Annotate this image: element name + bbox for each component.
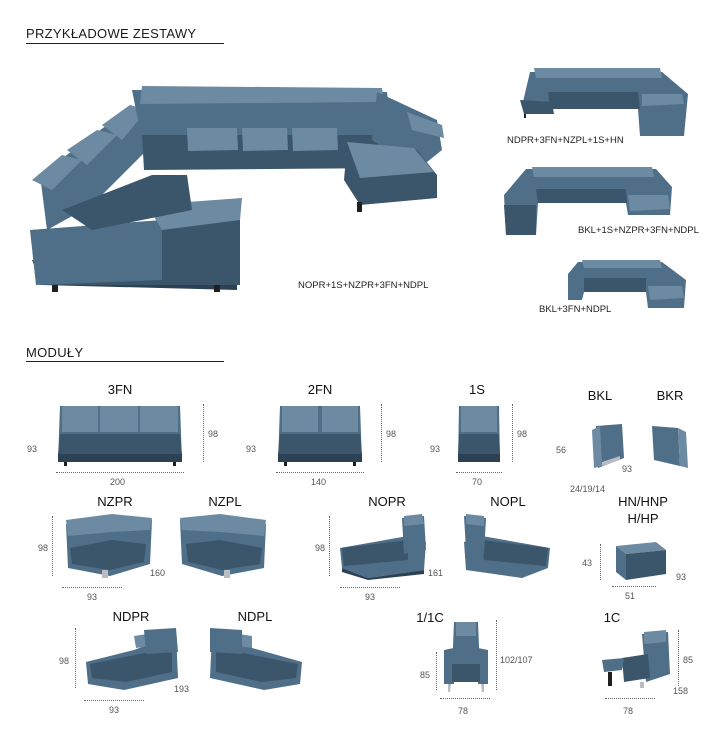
module-nopr-height: 98	[315, 543, 326, 553]
module-hn-height-line	[600, 544, 601, 580]
module-nopr-image	[340, 514, 426, 580]
sets-heading: PRZYKŁADOWE ZESTAWY	[26, 26, 197, 41]
module-c1-height: 85	[683, 655, 694, 665]
module-c1-width: 78	[623, 706, 634, 716]
module-ndpr-name: NDPR	[112, 609, 150, 624]
module-hn-image	[616, 542, 666, 580]
module-ndpl-image	[210, 628, 302, 690]
set1-sofa-image	[520, 68, 688, 136]
module-bkr-image	[652, 426, 688, 468]
module-3fn-name: 3FN	[107, 382, 133, 397]
module-c1-height-line	[678, 630, 679, 686]
modules-heading: MODUŁY	[26, 345, 84, 360]
module-1s-width-line	[456, 472, 502, 473]
main-sofa-image	[30, 86, 444, 292]
module-3fn-height: 98	[208, 429, 219, 439]
module-nzpl-image	[180, 514, 266, 578]
module-ndpr-width-line	[84, 700, 144, 701]
set1-label: NDPR+3FN+NZPL+1S+HN	[507, 135, 624, 146]
module-ndpl-name: NDPL	[237, 609, 273, 624]
module-nopr-width-line	[340, 587, 400, 588]
sets-heading-rule	[26, 43, 224, 44]
set3-label: BKL+3FN+NDPL	[539, 304, 612, 315]
module-1s-width: 70	[472, 477, 483, 487]
module-nzpl-name: NZPL	[208, 494, 242, 509]
module-nzpr-height: 98	[38, 543, 49, 553]
module-c11-height2-line	[496, 620, 497, 690]
module-nzpr-height-line	[52, 516, 53, 576]
module-nopr-diag: 161	[428, 568, 444, 578]
module-nzpr-diag: 160	[150, 568, 166, 578]
module-c11-image	[444, 622, 488, 692]
module-hn-width-line	[612, 586, 656, 587]
module-2fn-width-line	[276, 472, 364, 473]
module-nopr-name: NOPR	[368, 494, 406, 509]
module-3fn-image	[58, 406, 182, 466]
module-nzpr-width: 93	[87, 592, 98, 602]
module-c11-height: 85	[420, 670, 431, 680]
module-bkl-height: 56	[556, 445, 567, 455]
module-c11-width: 78	[458, 706, 469, 716]
module-c11-height2: 102/107	[500, 655, 533, 665]
module-1s-height-line	[512, 404, 513, 462]
module-c1-image	[602, 630, 670, 688]
module-c1-width-line	[605, 698, 655, 699]
set3-sofa-image	[568, 260, 686, 308]
module-nopl-image	[464, 514, 550, 578]
module-hn-width: 51	[625, 591, 636, 601]
module-2fn-height-line	[381, 404, 382, 462]
main-set-label: NOPR+1S+NZPR+3FN+NDPL	[298, 280, 429, 291]
module-hn-name: HN/HNP	[618, 494, 668, 509]
module-nopr-width: 93	[365, 592, 376, 602]
module-3fn-width-line	[56, 472, 184, 473]
set2-sofa-image	[504, 167, 672, 235]
module-1s-name: 1S	[469, 382, 485, 397]
module-nopl-name: NOPL	[490, 494, 526, 509]
module-c11-width-line	[440, 698, 490, 699]
module-c1-depth: 158	[673, 686, 689, 696]
module-1s-height: 98	[517, 429, 528, 439]
module-ndpr-diag: 193	[174, 684, 190, 694]
module-hn-height: 43	[582, 558, 593, 568]
module-c1-name: 1C	[603, 610, 621, 625]
modules-heading-rule	[26, 361, 224, 362]
module-c11-name: 1/1C	[416, 610, 444, 625]
module-c11-height-line	[436, 652, 437, 690]
module-nzpr-name: NZPR	[97, 494, 133, 509]
module-ndpr-height: 98	[59, 656, 70, 666]
module-nzpr-image	[66, 514, 152, 578]
module-bkl-image	[592, 424, 624, 468]
module-bkl-depth: 93	[622, 464, 633, 474]
module-nopr-height-line	[329, 516, 330, 576]
module-ndpr-width: 93	[109, 705, 120, 715]
module-hn-name2: H/HP	[627, 511, 659, 526]
module-2fn-depth: 93	[246, 444, 257, 454]
module-bkl-name: BKL	[587, 388, 613, 403]
module-2fn-height: 98	[386, 429, 397, 439]
module-2fn-image	[278, 406, 362, 466]
module-hn-depth: 93	[676, 572, 687, 582]
module-bkl-width: 24/19/14	[570, 484, 606, 494]
module-bkr-name: BKR	[656, 388, 684, 403]
module-1s-image	[458, 406, 500, 462]
module-ndpr-image	[86, 628, 178, 690]
module-2fn-width: 140	[311, 477, 327, 487]
module-3fn-height-line	[203, 404, 204, 462]
module-1s-depth: 93	[430, 444, 441, 454]
module-3fn-depth: 93	[27, 444, 38, 454]
set2-label: BKL+1S+NZPR+3FN+NDPL	[578, 225, 699, 236]
module-3fn-width: 200	[110, 477, 126, 487]
module-nzpr-width-line	[62, 587, 122, 588]
module-ndpr-height-line	[75, 628, 76, 688]
module-2fn-name: 2FN	[307, 382, 333, 397]
